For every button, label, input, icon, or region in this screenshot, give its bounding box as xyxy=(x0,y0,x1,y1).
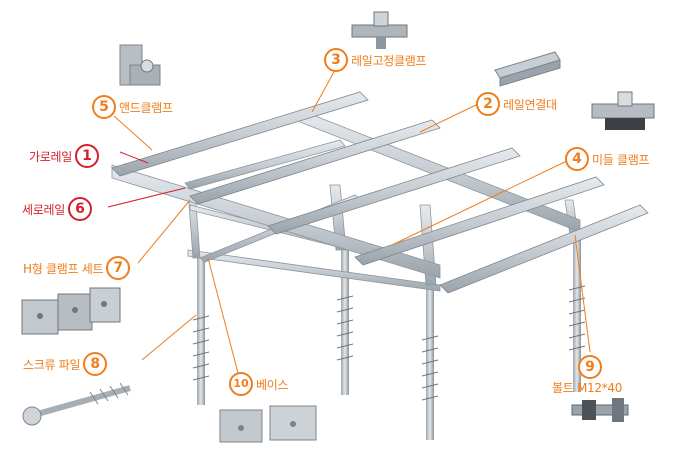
callout-10-number: 10 xyxy=(229,372,253,396)
callout-7-label: H형 클램프 세트 xyxy=(23,261,104,276)
callout-10: 10 베이스 xyxy=(229,372,289,396)
horizontal-rails xyxy=(111,91,649,294)
end-clamp-part-icon xyxy=(119,44,161,86)
screw-piles xyxy=(192,232,586,440)
callout-9-number: 9 xyxy=(578,355,602,379)
rail-clamp-part-icon xyxy=(351,11,408,49)
callout-5-label: 앤드클램프 xyxy=(119,100,173,115)
base-part-icon xyxy=(219,405,317,443)
bolt-part-icon xyxy=(571,398,629,422)
callout-8: 스크류 파일 8 xyxy=(23,352,108,376)
callout-8-label: 스크류 파일 xyxy=(23,357,81,372)
callout-3-label: 레일고정클램프 xyxy=(351,53,427,68)
callout-7-number: 7 xyxy=(106,256,131,280)
callout-2-label: 레일연결대 xyxy=(503,97,557,112)
rail-connector-part-icon xyxy=(494,51,561,87)
callout-3: 3 레일고정클램프 xyxy=(324,48,426,72)
callout-6-label: 세로레일 xyxy=(22,202,65,217)
callout-4: 4 미들 클램프 xyxy=(565,147,650,171)
callout-9-label: 볼트 M12*40 xyxy=(552,381,623,395)
callout-1: 가로레일 1 xyxy=(29,144,99,168)
callout-8-number: 8 xyxy=(83,352,108,376)
callout-1-label: 가로레일 xyxy=(29,149,72,164)
h-clamp-set-part-icon xyxy=(21,287,121,335)
callout-2: 2 레일연결대 xyxy=(476,92,557,116)
callout-6: 세로레일 6 xyxy=(22,197,92,221)
screw-pile-part-icon xyxy=(22,382,131,426)
callout-10-label: 베이스 xyxy=(256,377,289,392)
callout-7: H형 클램프 세트 7 xyxy=(23,256,131,280)
callout-5: 5 앤드클램프 xyxy=(92,95,173,119)
callout-4-number: 4 xyxy=(565,147,589,171)
callout-9: 9 볼트 M12*40 xyxy=(552,355,622,395)
callout-2-number: 2 xyxy=(476,92,500,116)
callout-4-label: 미들 클램프 xyxy=(592,152,650,167)
leader-lines xyxy=(107,69,591,374)
callout-5-number: 5 xyxy=(92,95,116,119)
callout-6-number: 6 xyxy=(67,197,92,221)
callout-3-number: 3 xyxy=(324,48,348,72)
callout-1-number: 1 xyxy=(74,144,99,168)
middle-clamp-part-icon xyxy=(591,91,655,130)
